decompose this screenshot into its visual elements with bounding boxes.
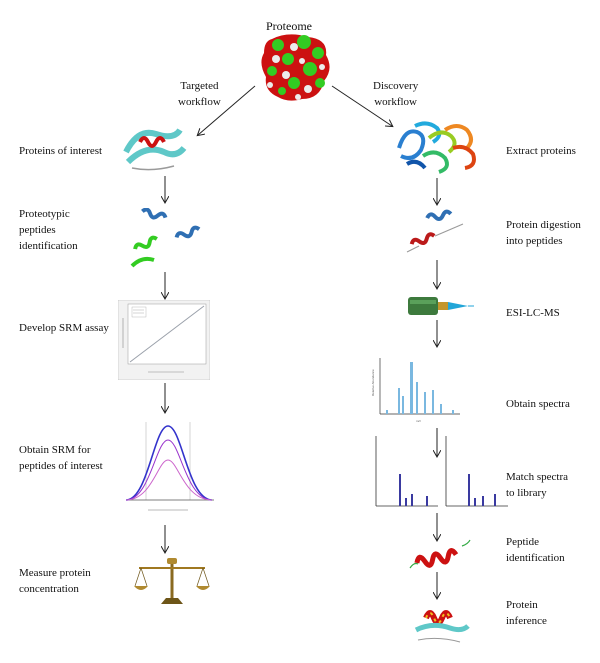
esi-lc-ms-column-image <box>408 297 474 315</box>
svg-text:Relative Abundance: Relative Abundance <box>371 369 375 396</box>
arrow <box>331 85 392 126</box>
targeted-step-label: Develop SRM assay <box>19 322 109 334</box>
targeted-step-label: Proteins of interest <box>19 145 103 157</box>
discovery-step-label: Match spectra to library <box>506 471 568 499</box>
discovery-step-label: Peptide identification <box>506 536 565 564</box>
proteome-title: Proteome <box>266 19 312 33</box>
proteome-structure-image <box>261 34 330 101</box>
mass-spectrum-image: Relative Abundance m/z <box>371 358 460 423</box>
balance-scale-image <box>134 558 210 604</box>
targeted-step-label: Obtain SRM for peptides of interest <box>19 444 103 472</box>
discovery-step-label: Obtain spectra <box>506 398 570 410</box>
svg-text:m/z: m/z <box>416 419 421 423</box>
library-match-spectra <box>375 436 508 507</box>
discovery-step-label: Protein digestion into peptides <box>506 219 581 247</box>
discovery-step-label: Protein inference <box>506 599 547 627</box>
protein-of-interest-image <box>123 128 187 171</box>
discovery-step-label: Extract proteins <box>506 145 576 157</box>
srm-chromatogram <box>125 422 214 511</box>
discovery-workflow-header: Discovery workflow <box>373 80 419 108</box>
arrow <box>198 85 256 135</box>
srm-assay-plot <box>118 300 210 380</box>
discovery-step-label: ESI-LC-MS <box>506 307 560 319</box>
peptide-identification-image <box>409 539 471 569</box>
extract-proteins-image <box>397 121 476 174</box>
proteotypic-peptides-image <box>130 208 201 268</box>
targeted-step-label: Proteotypic peptides identification <box>19 208 78 252</box>
targeted-workflow-header: Targeted workflow <box>178 80 221 108</box>
protein-inference-image <box>414 610 470 643</box>
targeted-step-label: Measure protein concentration <box>19 567 91 595</box>
digested-peptides-image <box>406 209 464 253</box>
